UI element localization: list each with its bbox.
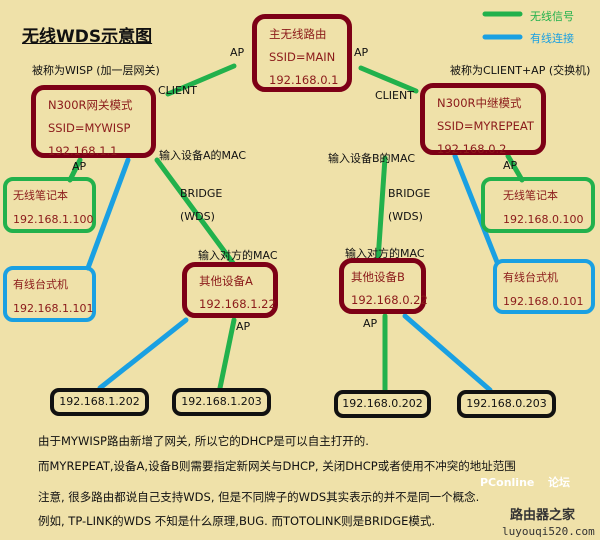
wisp-router-ssid: SSID=MYWISP [48, 121, 131, 135]
client-box: 192.168.1.202 [50, 388, 149, 416]
right-laptop-box: 无线笔记本 192.168.0.100 [481, 177, 595, 233]
watermark-forum: 论坛 [548, 476, 570, 489]
wds-link-repeater-device-b [375, 155, 388, 263]
wisp-bridge-label: BRIDGE [180, 187, 223, 200]
watermark-site-name: 路由器之家 [510, 508, 576, 523]
wisp-router-name: N300R网关模式 [48, 98, 133, 112]
repeater-caption: 被称为CLIENT+AP (交换机) [450, 64, 591, 77]
main-ap-right-label: AP [354, 46, 369, 59]
wired-link-device-a-202 [97, 317, 189, 391]
repeater-ap-label: AP [503, 159, 518, 172]
device-b-name: 其他设备B [351, 270, 405, 284]
main-router-box: 主无线路由 SSID=MAIN 192.168.0.1 [252, 14, 352, 92]
main-router-ip: 192.168.0.1 [269, 73, 339, 87]
wds-link-wisp-device-a [154, 157, 236, 266]
repeater-router-ssid: SSID=MYREPEAT [437, 119, 534, 133]
right-desktop-name: 有线台式机 [503, 271, 558, 284]
legend-wired-label: 有线连接 [530, 32, 574, 45]
right-desktop-ip: 192.168.0.101 [503, 295, 584, 308]
wisp-caption: 被称为WISP (加一层网关) [32, 64, 160, 77]
wisp-router-box: N300R网关模式 SSID=MYWISP 192.168.1.1 [31, 85, 156, 158]
device-a-mac-note: 输入对方的MAC [198, 249, 278, 262]
client-box: 192.168.0.203 [457, 390, 556, 418]
device-a-box: 其他设备A 192.168.1.22 [182, 262, 278, 318]
wireless-link-device-a-203 [217, 317, 237, 391]
device-b-ap-label: AP [363, 317, 378, 330]
device-a-name: 其他设备A [199, 274, 253, 288]
right-laptop-ip: 192.168.0.100 [503, 213, 584, 226]
note-line: 注意, 很多路由都说自己支持WDS, 但是不同牌子的WDS其实表示的并不是同一个… [38, 490, 480, 504]
wisp-router-ip: 192.168.1.1 [48, 144, 118, 158]
client-box: 192.168.1.203 [172, 388, 271, 416]
repeater-client-label: CLIENT [375, 89, 414, 102]
left-laptop-ip: 192.168.1.100 [13, 213, 94, 226]
device-b-box: 其他设备B 192.168.0.22 [339, 258, 428, 314]
repeater-router-box: N300R中继模式 SSID=MYREPEAT 192.168.0.2 [420, 83, 546, 156]
left-desktop-box: 有线台式机 192.168.1.101 [3, 266, 96, 322]
main-router-name: 主无线路由 [269, 27, 327, 41]
watermark-url: luyouqi520.com [502, 525, 595, 538]
right-laptop-name: 无线笔记本 [503, 189, 558, 202]
wireless-link-main-repeater [358, 65, 419, 94]
right-desktop-box: 有线台式机 192.168.0.101 [493, 259, 595, 314]
wireless-link-repeater-laptop [505, 153, 525, 183]
repeater-router-name: N300R中继模式 [437, 96, 522, 110]
note-line: 例如, TP-LINK的WDS 不知是什么原理,BUG. 而TOTOLINK则是… [38, 514, 436, 528]
wisp-client-label: CLIENT [158, 84, 197, 97]
diagram-title: 无线WDS示意图 [22, 27, 153, 47]
main-ap-left-label: AP [230, 46, 245, 59]
device-b-ip: 192.168.0.22 [351, 293, 428, 307]
legend-wireless-label: 无线信号 [530, 10, 574, 23]
note-line: 由于MYWISP路由新增了网关, 所以它的DHCP是可以自主打开的. [38, 434, 369, 448]
repeater-router-ip: 192.168.0.2 [437, 142, 507, 156]
wisp-wds-label: (WDS) [180, 210, 215, 223]
wireless-link-wisp-laptop [67, 157, 83, 183]
wisp-ap-label: AP [72, 160, 87, 173]
repeater-mac-note: 输入设备B的MAC [328, 152, 416, 165]
watermark-brand: PConline [480, 476, 535, 489]
main-router-ssid: SSID=MAIN [269, 50, 336, 64]
device-a-ip: 192.168.1.22 [199, 297, 276, 311]
device-b-mac-note: 输入对方的MAC [345, 247, 425, 260]
wireless-link-main-wisp [165, 63, 237, 97]
device-a-ap-label: AP [236, 320, 251, 333]
client-box: 192.168.0.202 [334, 390, 431, 418]
note-line: 而MYREPEAT,设备A,设备B则需要指定新网关与DHCP, 关闭DHCP或者… [38, 459, 516, 473]
left-desktop-name: 有线台式机 [13, 278, 68, 291]
repeater-bridge-label: BRIDGE [388, 187, 431, 200]
wired-link-device-b-203 [402, 313, 493, 393]
wisp-mac-note: 输入设备A的MAC [159, 149, 247, 162]
wired-link-wisp-desktop [85, 157, 131, 271]
left-desktop-ip: 192.168.1.101 [13, 302, 94, 315]
wired-link-repeater-desktop [452, 153, 500, 265]
left-laptop-name: 无线笔记本 [13, 189, 68, 202]
repeater-wds-label: (WDS) [388, 210, 423, 223]
left-laptop-box: 无线笔记本 192.168.1.100 [3, 177, 96, 233]
